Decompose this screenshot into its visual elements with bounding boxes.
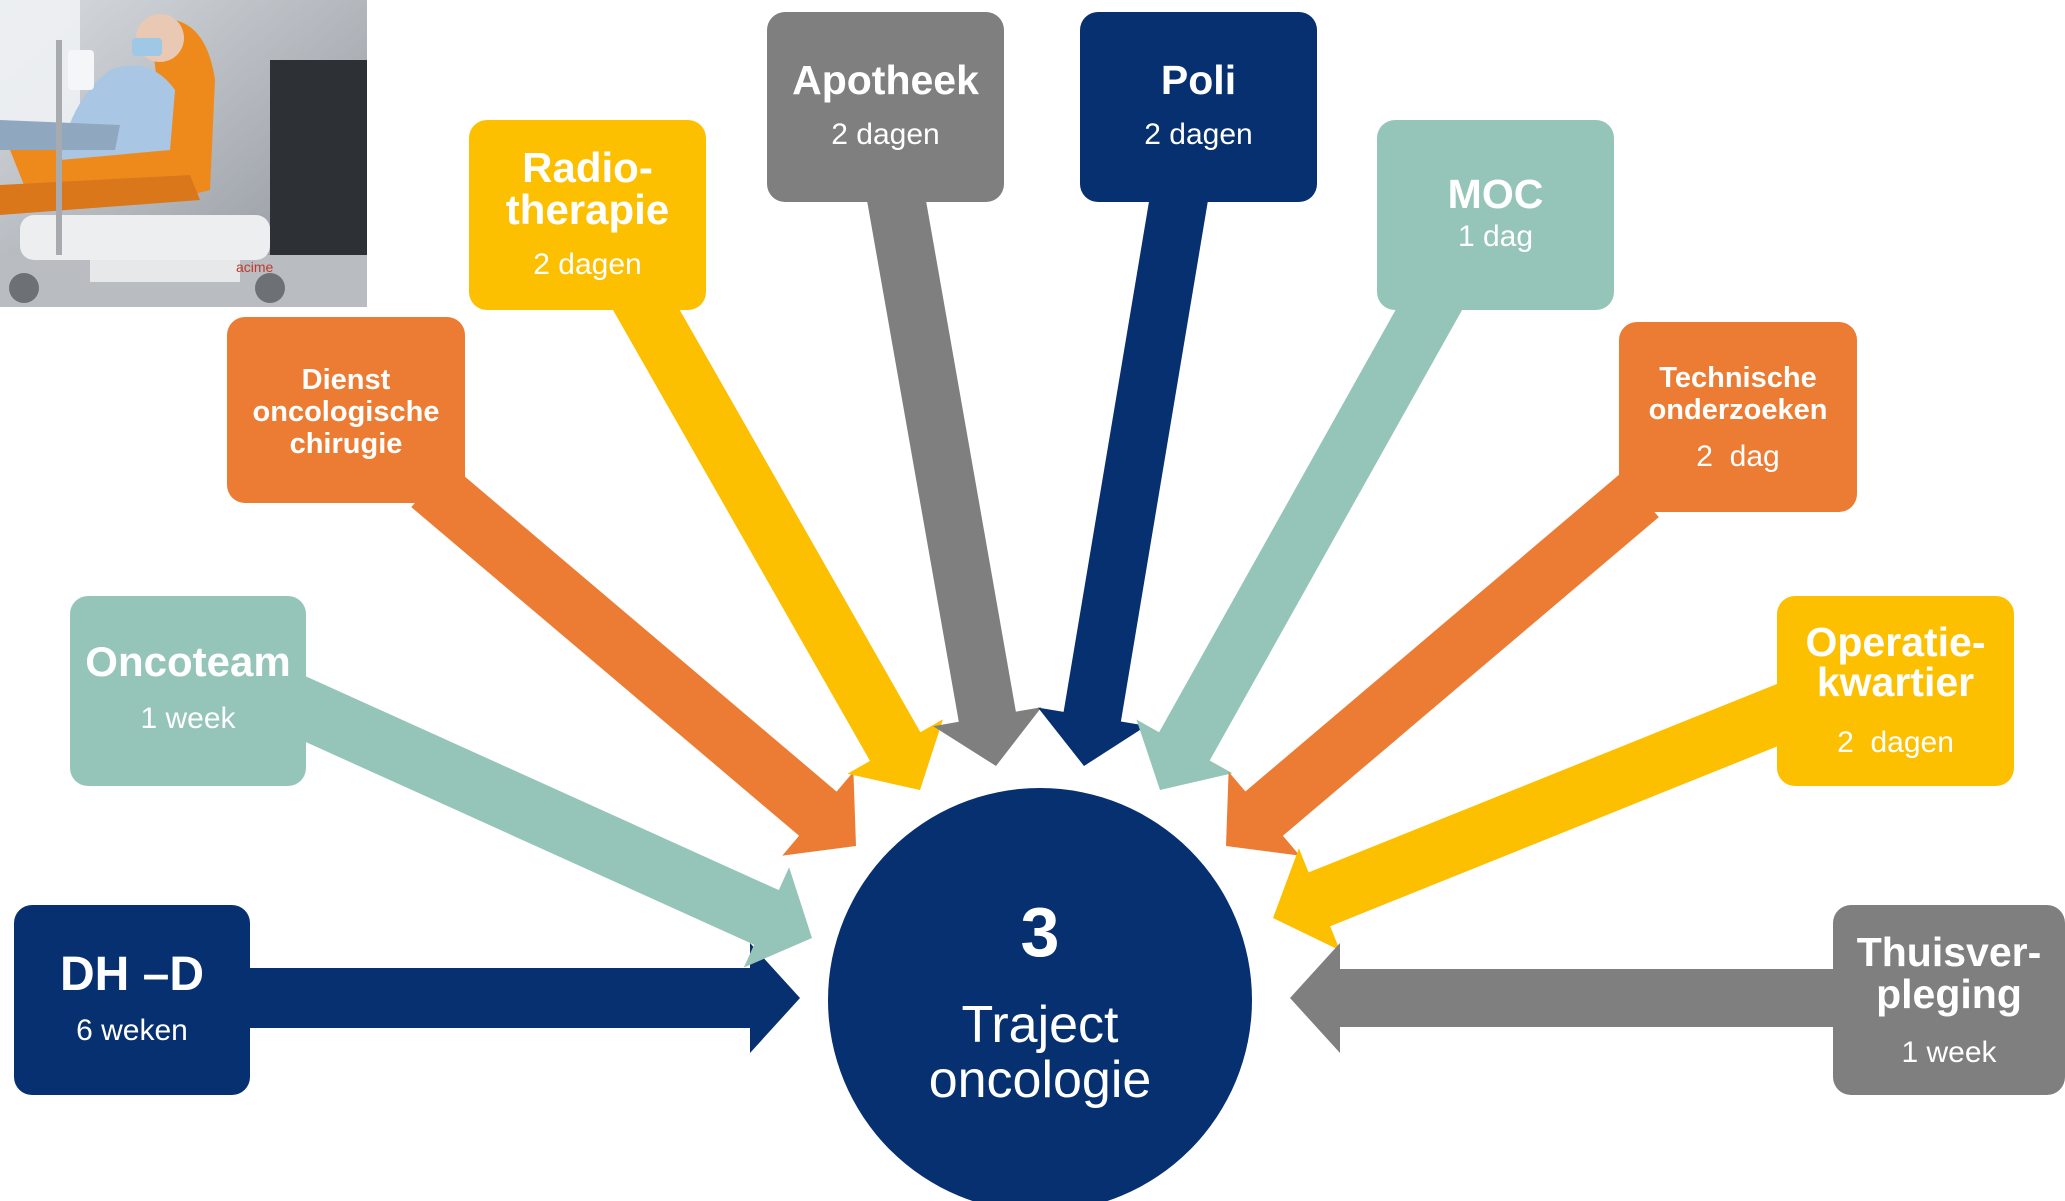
node-subtitle-operatiekwartier: 2 dagen bbox=[1837, 726, 1954, 759]
arrow-radiotherapie bbox=[609, 275, 943, 791]
node-box-dh-d bbox=[14, 905, 250, 1095]
node-subtitle-radiotherapie: 2 dagen bbox=[533, 248, 641, 281]
node-title-thuisverpleging: Thuisver- bbox=[1857, 929, 2042, 975]
node-box-dienst-oncologische-chirugie bbox=[227, 317, 465, 503]
node-box-moc bbox=[1377, 120, 1614, 310]
node-title-operatiekwartier: kwartier bbox=[1817, 659, 1974, 705]
photo-brand-mark: acime bbox=[236, 259, 274, 275]
node-title-poli: Poli bbox=[1161, 57, 1236, 103]
node-subtitle-oncoteam: 1 week bbox=[140, 702, 236, 735]
node-oncoteam: Oncoteam 1 week bbox=[70, 596, 306, 786]
arrow-technische-onderzoeken bbox=[1226, 472, 1659, 856]
node-title-oncoteam: Oncoteam bbox=[85, 638, 290, 685]
node-title-moc: MOC bbox=[1448, 171, 1544, 217]
node-box-radiotherapie bbox=[469, 120, 706, 310]
node-title-radiotherapie: therapie bbox=[506, 186, 669, 233]
center-node: 3 Traject oncologie bbox=[828, 788, 1252, 1201]
node-title-radiotherapie: Radio- bbox=[522, 144, 653, 191]
node-subtitle-moc: 1 dag bbox=[1458, 220, 1533, 253]
node-subtitle-dh-d: 6 weken bbox=[76, 1014, 188, 1047]
node-box-apotheek bbox=[767, 12, 1004, 202]
center-label-line2: oncologie bbox=[929, 1051, 1152, 1109]
node-title-dienst-oncologische-chirugie: oncologische bbox=[253, 396, 440, 428]
center-circle bbox=[828, 788, 1252, 1201]
arrow-dienst-oncologische-chirugie bbox=[411, 462, 856, 856]
node-subtitle-technische-onderzoeken: 2 dag bbox=[1696, 440, 1779, 473]
node-apotheek: Apotheek 2 dagen bbox=[767, 12, 1004, 202]
node-box-thuisverpleging bbox=[1833, 905, 2065, 1095]
node-subtitle-thuisverpleging: 1 week bbox=[1901, 1036, 1997, 1069]
arrow-thuisverpleging bbox=[1290, 943, 1840, 1053]
center-number: 3 bbox=[1021, 893, 1060, 971]
node-title-operatiekwartier: Operatie- bbox=[1806, 619, 1986, 665]
center-label-line1: Traject bbox=[962, 996, 1120, 1054]
arrow-oncoteam bbox=[277, 674, 813, 968]
node-title-technische-onderzoeken: onderzoeken bbox=[1649, 394, 1828, 426]
node-dh-d: DH –D 6 weken bbox=[14, 905, 250, 1095]
arrow-dh-d bbox=[250, 943, 800, 1053]
node-title-apotheek: Apotheek bbox=[792, 57, 979, 103]
node-title-dienst-oncologische-chirugie: Dienst bbox=[302, 364, 391, 396]
node-radiotherapie: Radio-therapie 2 dagen bbox=[469, 120, 706, 310]
node-box-technische-onderzoeken bbox=[1619, 322, 1857, 512]
node-box-oncoteam bbox=[70, 596, 306, 786]
arrow-moc bbox=[1136, 275, 1466, 790]
node-subtitle-poli: 2 dagen bbox=[1144, 118, 1252, 151]
arrow-poli bbox=[1038, 187, 1209, 766]
node-subtitle-apotheek: 2 dagen bbox=[831, 118, 939, 151]
node-title-thuisverpleging: pleging bbox=[1876, 971, 2022, 1017]
patient-photo: acime bbox=[0, 0, 367, 307]
node-box-poli bbox=[1080, 12, 1317, 202]
node-title-dh-d: DH –D bbox=[60, 948, 204, 1001]
node-box-operatiekwartier bbox=[1777, 596, 2014, 786]
nodes-layer: DH –D 6 weken Oncoteam 1 week Dienstoncologi… bbox=[14, 12, 2065, 1095]
arrows-layer bbox=[250, 187, 1840, 1053]
node-thuisverpleging: Thuisver-pleging 1 week bbox=[1833, 905, 2065, 1095]
node-title-dienst-oncologische-chirugie: chirugie bbox=[290, 428, 403, 460]
node-poli: Poli 2 dagen bbox=[1080, 12, 1317, 202]
arrow-operatiekwartier bbox=[1273, 683, 1801, 951]
node-operatiekwartier: Operatie-kwartier 2 dagen bbox=[1777, 596, 2014, 786]
node-title-technische-onderzoeken: Technische bbox=[1659, 362, 1816, 394]
arrow-apotheek bbox=[866, 187, 1042, 766]
